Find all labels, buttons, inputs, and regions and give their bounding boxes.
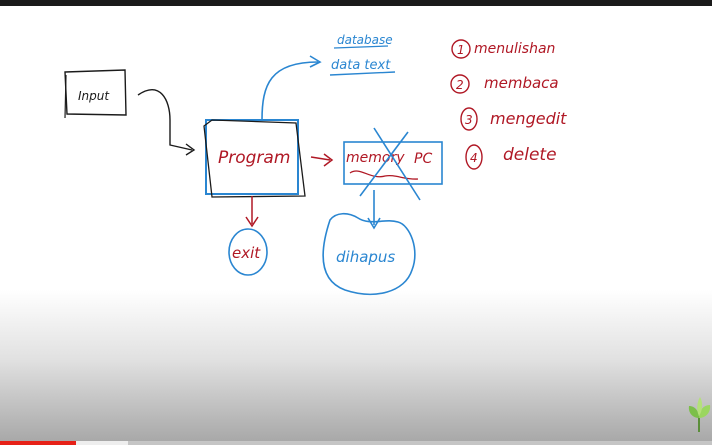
exit-node: exit	[228, 228, 268, 276]
arrowhead-icon	[245, 216, 259, 228]
program-label: Program	[218, 148, 290, 168]
deleted-label: dihapus	[336, 248, 395, 266]
operation-label: mengedit	[490, 109, 567, 128]
pc-label: PC	[414, 151, 432, 167]
progress-played	[0, 441, 77, 445]
operation-item: 2 membaca	[450, 74, 559, 94]
video-controls-gradient	[0, 290, 712, 445]
arrowhead-icon	[185, 143, 196, 156]
exit-label: exit	[232, 244, 261, 262]
channel-logo-icon	[688, 397, 711, 432]
operations-list: 1 menulishan 2 membaca 3 mengedit 4 dele…	[450, 39, 567, 170]
operation-label: menulishan	[474, 41, 555, 57]
top-bar	[0, 0, 712, 6]
input-label: Input	[78, 89, 110, 103]
svg-text:2: 2	[456, 78, 464, 92]
operation-item: 3 mengedit	[460, 107, 567, 131]
arrow-program-to-database	[261, 61, 319, 121]
arrow-input-to-program	[137, 89, 193, 151]
cross-out-mark	[373, 127, 421, 201]
arrowhead-icon	[309, 55, 322, 68]
operation-item: 1 menulishan	[451, 39, 555, 59]
arrowhead-icon	[323, 153, 334, 167]
operation-item: 4 delete	[465, 144, 557, 170]
deleted-blob: dihapus	[322, 212, 416, 296]
video-progress-bar[interactable]	[0, 441, 712, 445]
arrow-program-to-memory	[310, 156, 331, 161]
memory-box: memory PC	[343, 127, 443, 201]
database-group: database data text	[329, 33, 396, 76]
svg-text:3: 3	[465, 113, 473, 127]
cross-out-mark	[359, 131, 409, 197]
operation-label: delete	[503, 145, 557, 165]
svg-text:4: 4	[470, 151, 478, 165]
operation-label: membaca	[484, 74, 559, 92]
svg-text:1: 1	[457, 43, 465, 57]
data-text-label: data text	[331, 58, 391, 73]
program-box: Program	[203, 119, 306, 198]
database-label: database	[337, 33, 393, 47]
input-box: Input	[64, 69, 127, 119]
